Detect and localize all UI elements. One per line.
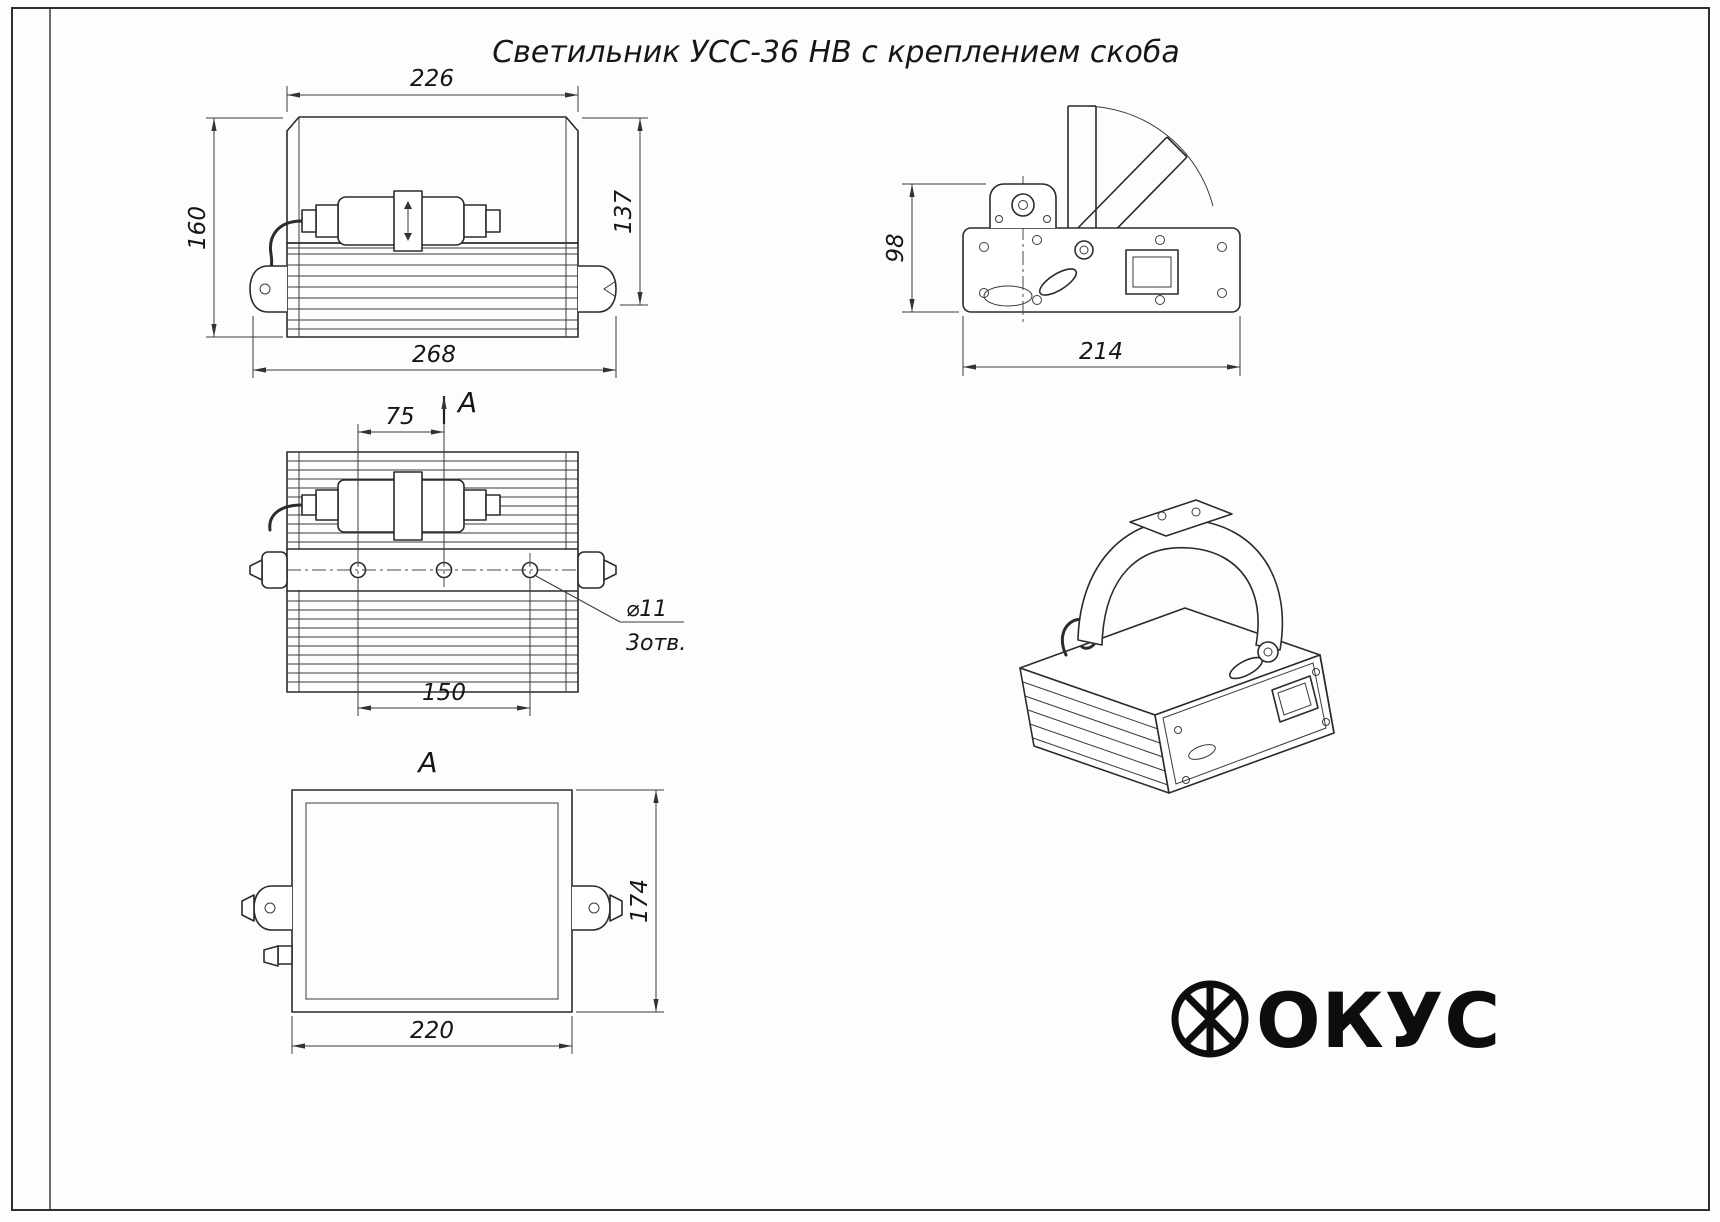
dim-label-75: 75 (385, 404, 414, 430)
section-pin-left (263, 945, 293, 967)
dimension-front-top: 226 (286, 66, 579, 112)
dim-label-174: 174 (627, 879, 653, 923)
side-screw-holes (979, 235, 1227, 305)
side-connector-box (1125, 249, 1179, 295)
top-view: 75 150 ⌀11 3отв. (249, 404, 686, 716)
dim-label-214: 214 (1079, 339, 1123, 365)
front-view: 226 160 137 268 (185, 66, 648, 378)
front-driver-assembly (258, 190, 501, 291)
iso-yoke-plate (1129, 499, 1233, 537)
iso-connector-box (1271, 675, 1319, 723)
section-arrow-label: A (456, 386, 477, 419)
section-view: A 220 174 (241, 746, 664, 1054)
top-driver-assembly (268, 471, 501, 541)
swing-arc (1081, 105, 1214, 207)
iso-fins (1022, 681, 1169, 786)
dim-label-137: 137 (611, 190, 637, 234)
dim-label-150: 150 (422, 680, 466, 706)
dimension-top-span: 150 (357, 580, 531, 716)
dimension-front-left: 160 (185, 117, 283, 338)
callout-diameter: ⌀11 (626, 597, 667, 622)
dim-label-226: 226 (410, 66, 454, 92)
section-outline (291, 789, 573, 1013)
dimension-side-left: 98 (883, 183, 986, 313)
dimension-front-right: 137 (582, 117, 648, 306)
drawing-title: Светильник УСС-36 НВ с креплением скоба (492, 35, 1180, 70)
side-lock-lever (1038, 240, 1094, 296)
iso-brand-sticker (1188, 744, 1216, 760)
brand-logo: ОКУС (1171, 976, 1501, 1065)
section-arrow: A (441, 386, 477, 424)
dimension-side-bottom: 214 (962, 316, 1241, 376)
front-mounting-ear-right (578, 265, 617, 313)
brand-sticker (983, 285, 1033, 307)
dimension-section-bottom: 220 (291, 1016, 573, 1054)
iso-face-details (1174, 668, 1330, 784)
section-view-label: A (416, 746, 437, 779)
top-fins-lower (287, 600, 578, 683)
top-clamp-left (249, 551, 288, 589)
top-cable (268, 503, 304, 532)
sheet-frame (11, 7, 1710, 1211)
iso-yoke-bracket (1077, 499, 1284, 680)
dim-label-268: 268 (412, 342, 456, 368)
side-housing (962, 227, 1241, 313)
section-clamp-left (241, 885, 292, 931)
dimension-top-pitch: 75 (357, 404, 445, 560)
dimension-section-right: 174 (576, 789, 664, 1013)
callout-holes: 3отв. (626, 631, 686, 656)
hole-callout: ⌀11 3отв. (535, 575, 686, 656)
front-mounting-ear-left (249, 265, 287, 313)
dim-label-98: 98 (883, 233, 909, 262)
vent-arrow-icon (404, 201, 412, 209)
side-view: 98 214 (883, 105, 1241, 376)
front-heatsink-fins (287, 253, 578, 330)
dim-label-160: 160 (185, 206, 211, 250)
vent-arrow-icon (404, 233, 412, 241)
side-yoke-foot (989, 176, 1057, 326)
dim-label-220: 220 (410, 1018, 454, 1044)
top-mounting-bar (262, 548, 614, 592)
dimension-front-bottom: 268 (252, 316, 617, 378)
section-clamp-right (572, 885, 623, 931)
top-clamp-right (577, 551, 617, 589)
iso-light-face-frame (1162, 662, 1327, 785)
section-inner-wall (305, 802, 559, 1000)
focus-emblem-icon (1171, 980, 1249, 1058)
isometric-view (1019, 499, 1335, 794)
logo-letters: ОКУС (1256, 976, 1501, 1065)
